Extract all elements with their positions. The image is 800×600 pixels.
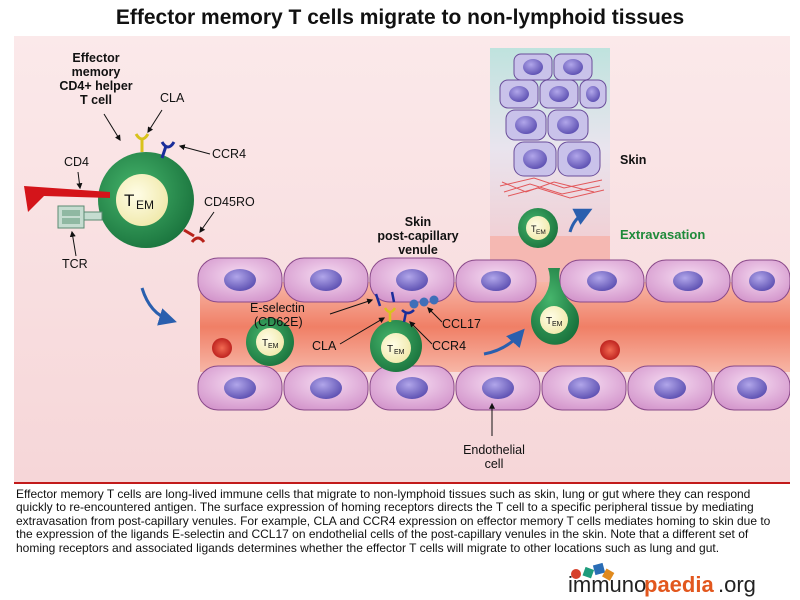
endothelial-label: Endothelial cell [463, 443, 525, 471]
migration-arrow [140, 287, 177, 326]
ccl17-label: CCL17 [442, 317, 481, 331]
cd4-receptor [24, 186, 110, 212]
red-blood-cell [212, 338, 232, 358]
effector-memory-t-cell: T EM [98, 152, 194, 248]
immunopaedia-logo[interactable]: immuno paedia .org [566, 562, 796, 598]
logo-text-c: .org [718, 572, 756, 597]
cla-label-bottom: CLA [312, 339, 337, 353]
cd45ro-receptor [183, 228, 206, 243]
ccr4-receptor [160, 141, 176, 159]
tcr-receptor [57, 205, 103, 229]
svg-text:T: T [262, 338, 268, 349]
tem-label-sub: EM [136, 198, 154, 212]
svg-text:EM: EM [536, 229, 546, 236]
ccr4-label-top: CCR4 [212, 147, 246, 161]
svg-text:E-selectin: E-selectin [250, 301, 305, 315]
tem-label-main: T [124, 191, 134, 210]
cla-ligand-pair [383, 307, 397, 322]
migration-arrow [483, 328, 525, 356]
svg-text:memory: memory [72, 65, 121, 79]
svg-text:T: T [387, 344, 393, 355]
svg-text:cell: cell [485, 457, 504, 471]
svg-text:(CD62E): (CD62E) [254, 315, 303, 329]
cla-receptor [134, 133, 150, 152]
svg-text:Skin: Skin [405, 215, 431, 229]
eselectin-label: E-selectin (CD62E) [250, 301, 305, 329]
cell-name-label: Effector memory CD4+ helper T cell [59, 51, 132, 107]
logo-text-b: paedia [644, 572, 714, 597]
svg-text:EM: EM [394, 349, 405, 356]
skin-tissue [490, 48, 610, 270]
migration-arrow [568, 208, 593, 233]
cd4-label: CD4 [64, 155, 89, 169]
cla-label: CLA [160, 91, 185, 105]
skin-label: Skin [620, 153, 646, 167]
t-cell-adhering: T EM [370, 320, 422, 372]
svg-text:Effector: Effector [72, 51, 119, 65]
ccl17-chemokine [409, 295, 439, 309]
ccr4-ligand-pair [374, 291, 415, 323]
diagram-panel: T EM Effector memory CD4+ helper T cell … [14, 36, 790, 484]
extravasation-label: Extravasation [620, 227, 705, 242]
red-blood-cell [600, 340, 620, 360]
t-cell-extravasating: T EM [531, 268, 580, 345]
tcr-label: TCR [62, 257, 88, 271]
endothelial-row-top [197, 257, 790, 303]
logo-text-a: immuno [568, 572, 646, 597]
endothelial-row-bottom [197, 365, 790, 411]
svg-text:Endothelial: Endothelial [463, 443, 525, 457]
svg-text:EM: EM [552, 321, 563, 328]
page-title: Effector memory T cells migrate to non-l… [115, 6, 685, 29]
logo-icon [571, 562, 615, 581]
svg-text:CD4+ helper: CD4+ helper [59, 79, 132, 93]
svg-text:T cell: T cell [80, 93, 112, 107]
cd45ro-label: CD45RO [204, 195, 255, 209]
svg-text:EM: EM [268, 343, 279, 350]
svg-text:T: T [546, 316, 552, 327]
t-cell-lumen-left: T EM [246, 318, 294, 366]
t-cell-in-skin: T EM [518, 208, 558, 248]
svg-text:T: T [531, 224, 537, 234]
caption-text: Effector memory T cells are long-lived i… [16, 487, 771, 555]
venule-label: Skin post-capillary venule [377, 215, 458, 257]
svg-text:post-capillary: post-capillary [377, 229, 458, 243]
svg-text:venule: venule [398, 243, 438, 257]
ccr4-label-bottom: CCR4 [432, 339, 466, 353]
